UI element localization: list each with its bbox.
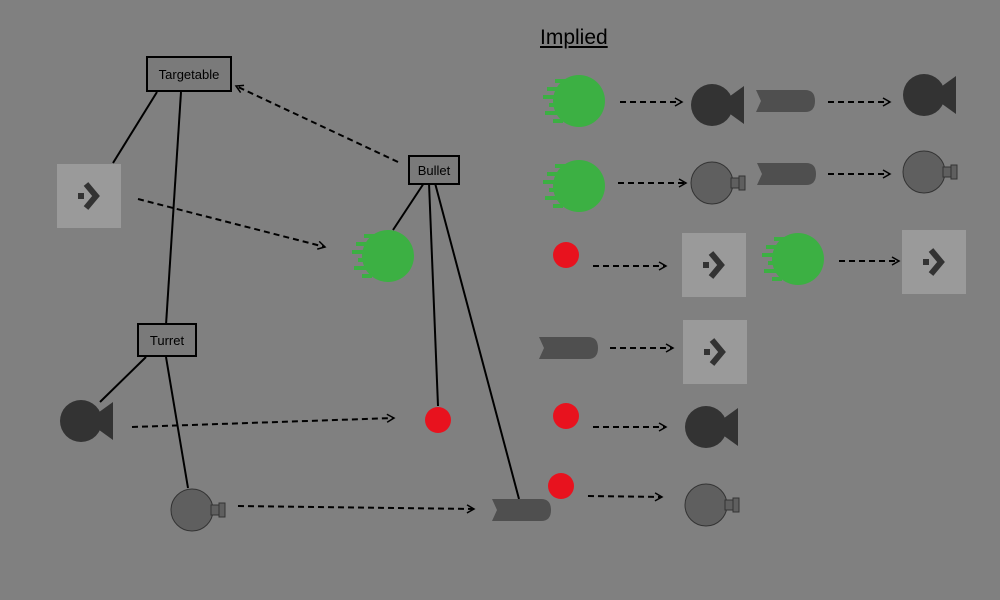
green-plasma-projectile-icon [352,230,414,282]
line-bullet-to-green [392,182,425,231]
arrow-tile-to-green [137,198,327,250]
implied-chevron-tile-icon [902,230,966,294]
dark-cone-cannon-icon [60,400,113,442]
implied-chevron-tile-icon [683,320,747,384]
implied-grey-cannon-icon [902,150,958,194]
bullet-label: Bullet [417,162,451,178]
implied-red-dot-icon [553,403,579,429]
line-bullet-to-missile [434,182,520,500]
implied-red-dot-icon [548,473,574,499]
implied-dark-cannon-icon [903,74,956,116]
line-turret-to-grey-cannon [165,356,189,489]
arrow-grey-cannon-to-missile [237,504,476,514]
implied-green-projectile-icon [543,160,605,212]
line-bullet-to-red [428,182,439,407]
missile-bullet-icon [492,499,551,521]
arrow-implied-6 [587,492,664,502]
implied-missile-icon [539,337,598,359]
red-dot-bullet-icon [425,407,451,433]
implied-green-projectile-icon [543,75,605,127]
implied-dark-cannon-icon [691,84,744,126]
bullet-box: Bullet [408,155,460,185]
arrow-bullet-to-targetable [234,84,399,163]
line-targetable-to-turret [165,91,182,326]
arrow-dark-cannon-to-red [131,413,396,428]
implied-grey-cannon-icon [690,161,746,205]
targetable-box: Targetable [146,56,232,92]
targetable-label: Targetable [158,66,220,82]
line-turret-to-dark-cannon [99,356,147,403]
implied-green-projectile-icon [762,233,824,285]
line-targetable-to-tile [112,91,158,164]
turret-label: Turret [149,332,185,348]
implied-missile-icon [757,163,816,185]
chevron-tile-icon [57,164,121,228]
association-lines [99,91,520,500]
implied-dark-cannon-icon [685,406,738,448]
implied-chevron-tile-icon [682,233,746,297]
implied-heading: Implied [540,26,608,49]
implied-grey-cannon-icon [684,483,740,527]
turret-box: Turret [137,323,197,357]
grey-barrel-cannon-icon [170,488,226,532]
dashed-arrows [131,84,901,514]
implied-missile-icon [756,90,815,112]
implied-red-dot-icon [553,242,579,268]
